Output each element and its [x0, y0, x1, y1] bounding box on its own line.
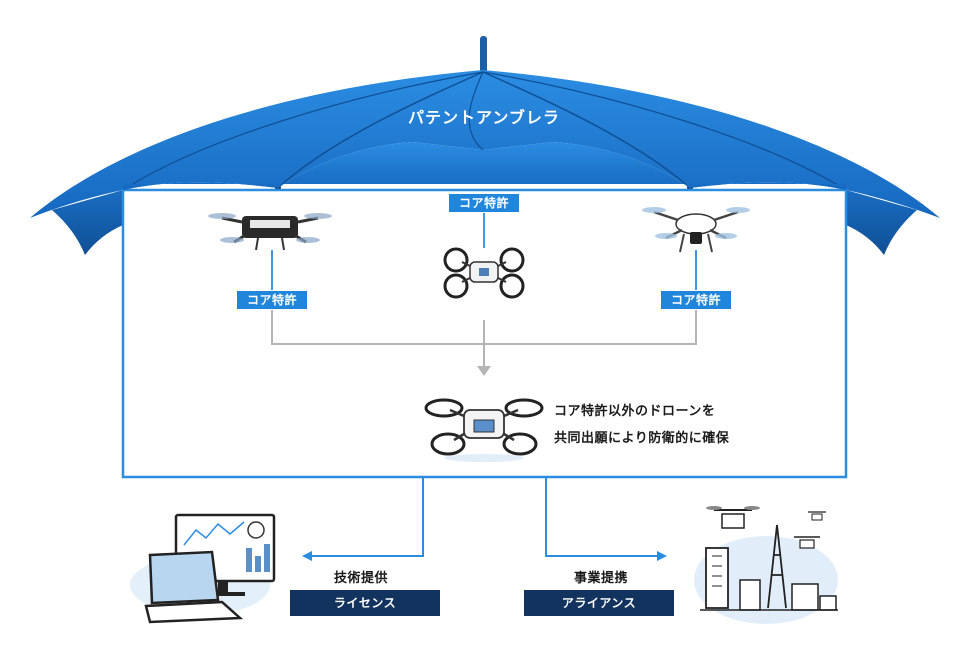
core-patent-label-right: コア特許	[661, 291, 731, 309]
other-patents-line1: コア特許以外のドローンを	[554, 400, 715, 419]
computer-illustration	[130, 515, 274, 622]
alliance-connector	[546, 477, 657, 556]
alliance-caption: 事業提携	[574, 567, 628, 586]
city-illustration	[694, 506, 838, 624]
umbrella-tip	[480, 36, 487, 76]
other-patents-line2: 共同出願により防衛的に確保	[554, 427, 729, 446]
license-connector	[312, 477, 423, 556]
alliance-label: アライアンス	[524, 590, 674, 616]
umbrella-title: パテントアンブレラ	[384, 104, 584, 128]
core-patent-label-left: コア特許	[237, 291, 307, 309]
right-arrow-icon	[657, 551, 667, 561]
core-patent-label-center: コア特許	[449, 194, 519, 212]
left-arrow-icon	[302, 551, 312, 561]
license-caption: 技術提供	[334, 567, 388, 586]
license-label: ライセンス	[290, 590, 440, 616]
